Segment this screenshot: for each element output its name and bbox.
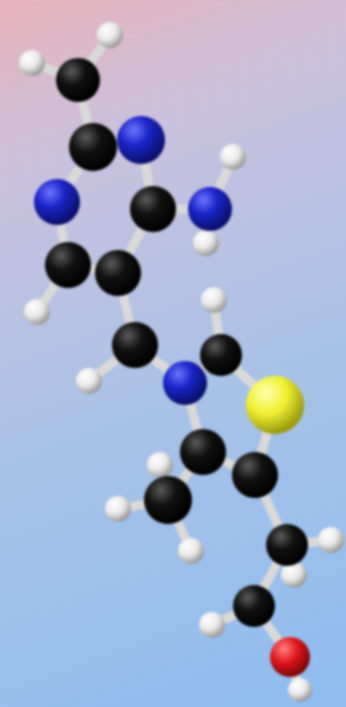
hydrogen-atom (288, 678, 312, 702)
carbon-atom (56, 58, 100, 102)
hydrogen-atom (178, 538, 204, 564)
carbon-atom (266, 524, 308, 566)
hydrogen-atom (19, 50, 45, 76)
atoms-layer (19, 22, 344, 702)
oxygen-atom (270, 637, 310, 677)
carbon-atom (112, 322, 158, 368)
hydrogen-atom (318, 527, 344, 553)
carbon-atom (69, 123, 117, 171)
carbon-atom (130, 186, 176, 232)
nitrogen-atom (117, 116, 165, 164)
nitrogen-atom (163, 361, 207, 405)
carbon-atom (200, 334, 242, 376)
carbon-atom (95, 250, 141, 296)
hydrogen-atom (147, 452, 173, 478)
hydrogen-atom (201, 287, 227, 313)
hydrogen-atom (76, 368, 102, 394)
nitrogen-atom (188, 187, 232, 231)
hydrogen-atom (97, 22, 123, 48)
carbon-atom (233, 585, 275, 627)
carbon-atom (180, 429, 226, 475)
hydrogen-atom (281, 562, 307, 588)
hydrogen-atom (193, 230, 219, 256)
hydrogen-atom (199, 612, 225, 638)
carbon-atom (144, 476, 192, 524)
hydrogen-atom (105, 496, 131, 522)
carbon-atom (45, 242, 91, 288)
hydrogen-atom (24, 299, 50, 325)
carbon-atom (232, 452, 278, 498)
sulfur-atom (246, 376, 304, 434)
nitrogen-atom (34, 179, 80, 225)
hydrogen-atom (220, 144, 246, 170)
